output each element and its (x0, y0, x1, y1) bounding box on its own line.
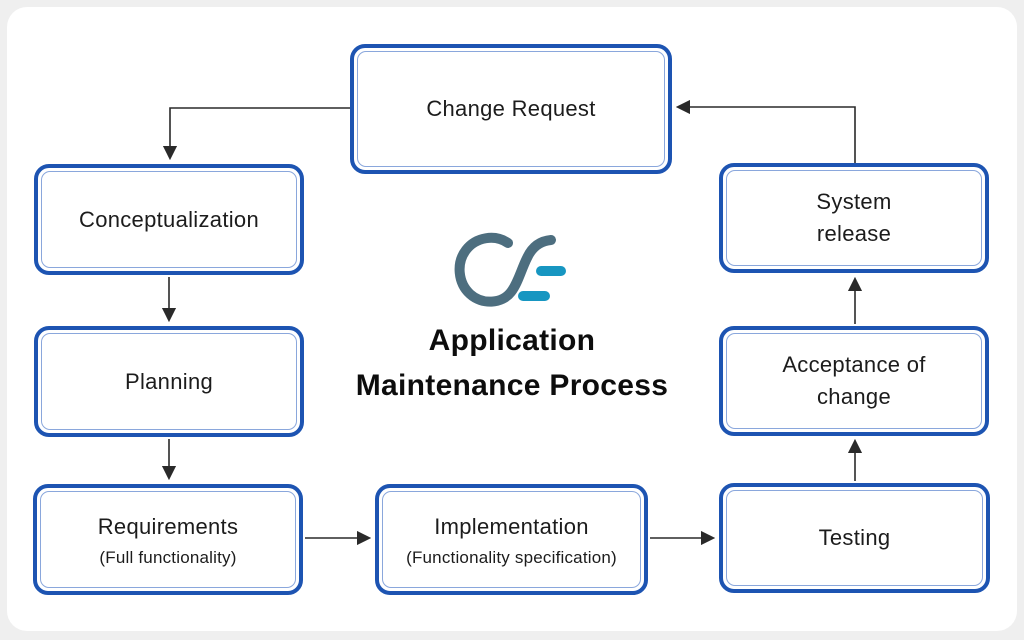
node-acceptance-of-change-inner: Acceptance of change (726, 333, 982, 429)
title-line-2: Maintenance Process (355, 369, 669, 402)
node-testing-inner: Testing (726, 490, 983, 586)
node-system-release-inner: System release (726, 170, 982, 266)
node-system-release: System release (719, 163, 989, 273)
node-label: Conceptualization (79, 206, 259, 232)
logo-c-swoosh (454, 232, 556, 307)
node-acceptance-of-change: Acceptance of change (719, 326, 989, 436)
node-sublabel: (Functionality specification) (406, 548, 617, 567)
node-change-request-inner: Change Request (357, 51, 665, 167)
title-line-1: Application (428, 324, 596, 357)
node-testing: Testing (719, 483, 990, 593)
node-change-request: Change Request (350, 44, 672, 174)
ce-logo-icon (454, 232, 566, 307)
node-label: Implementation (434, 514, 589, 539)
node-label: Acceptance of change (782, 352, 926, 409)
node-implementation-inner: Implementation (Functionality specificat… (382, 491, 641, 588)
node-sublabel: (Full functionality) (99, 548, 237, 567)
node-planning: Planning (34, 326, 304, 437)
node-planning-inner: Planning (41, 333, 297, 430)
node-implementation: Implementation (Functionality specificat… (375, 484, 648, 595)
node-label: Testing (818, 525, 891, 550)
node-label: Requirements (97, 514, 239, 539)
diagram-title: Application Maintenance Process (212, 318, 812, 408)
node-requirements-inner: Requirements (Full functionality) (40, 491, 296, 588)
node-label: Change Request (426, 96, 596, 121)
node-conceptualization: Conceptualization (34, 164, 304, 275)
node-requirements: Requirements (Full functionality) (33, 484, 303, 595)
node-label: System release (816, 189, 892, 246)
node-conceptualization-inner: Conceptualization (41, 171, 297, 268)
node-label: Planning (124, 368, 214, 394)
